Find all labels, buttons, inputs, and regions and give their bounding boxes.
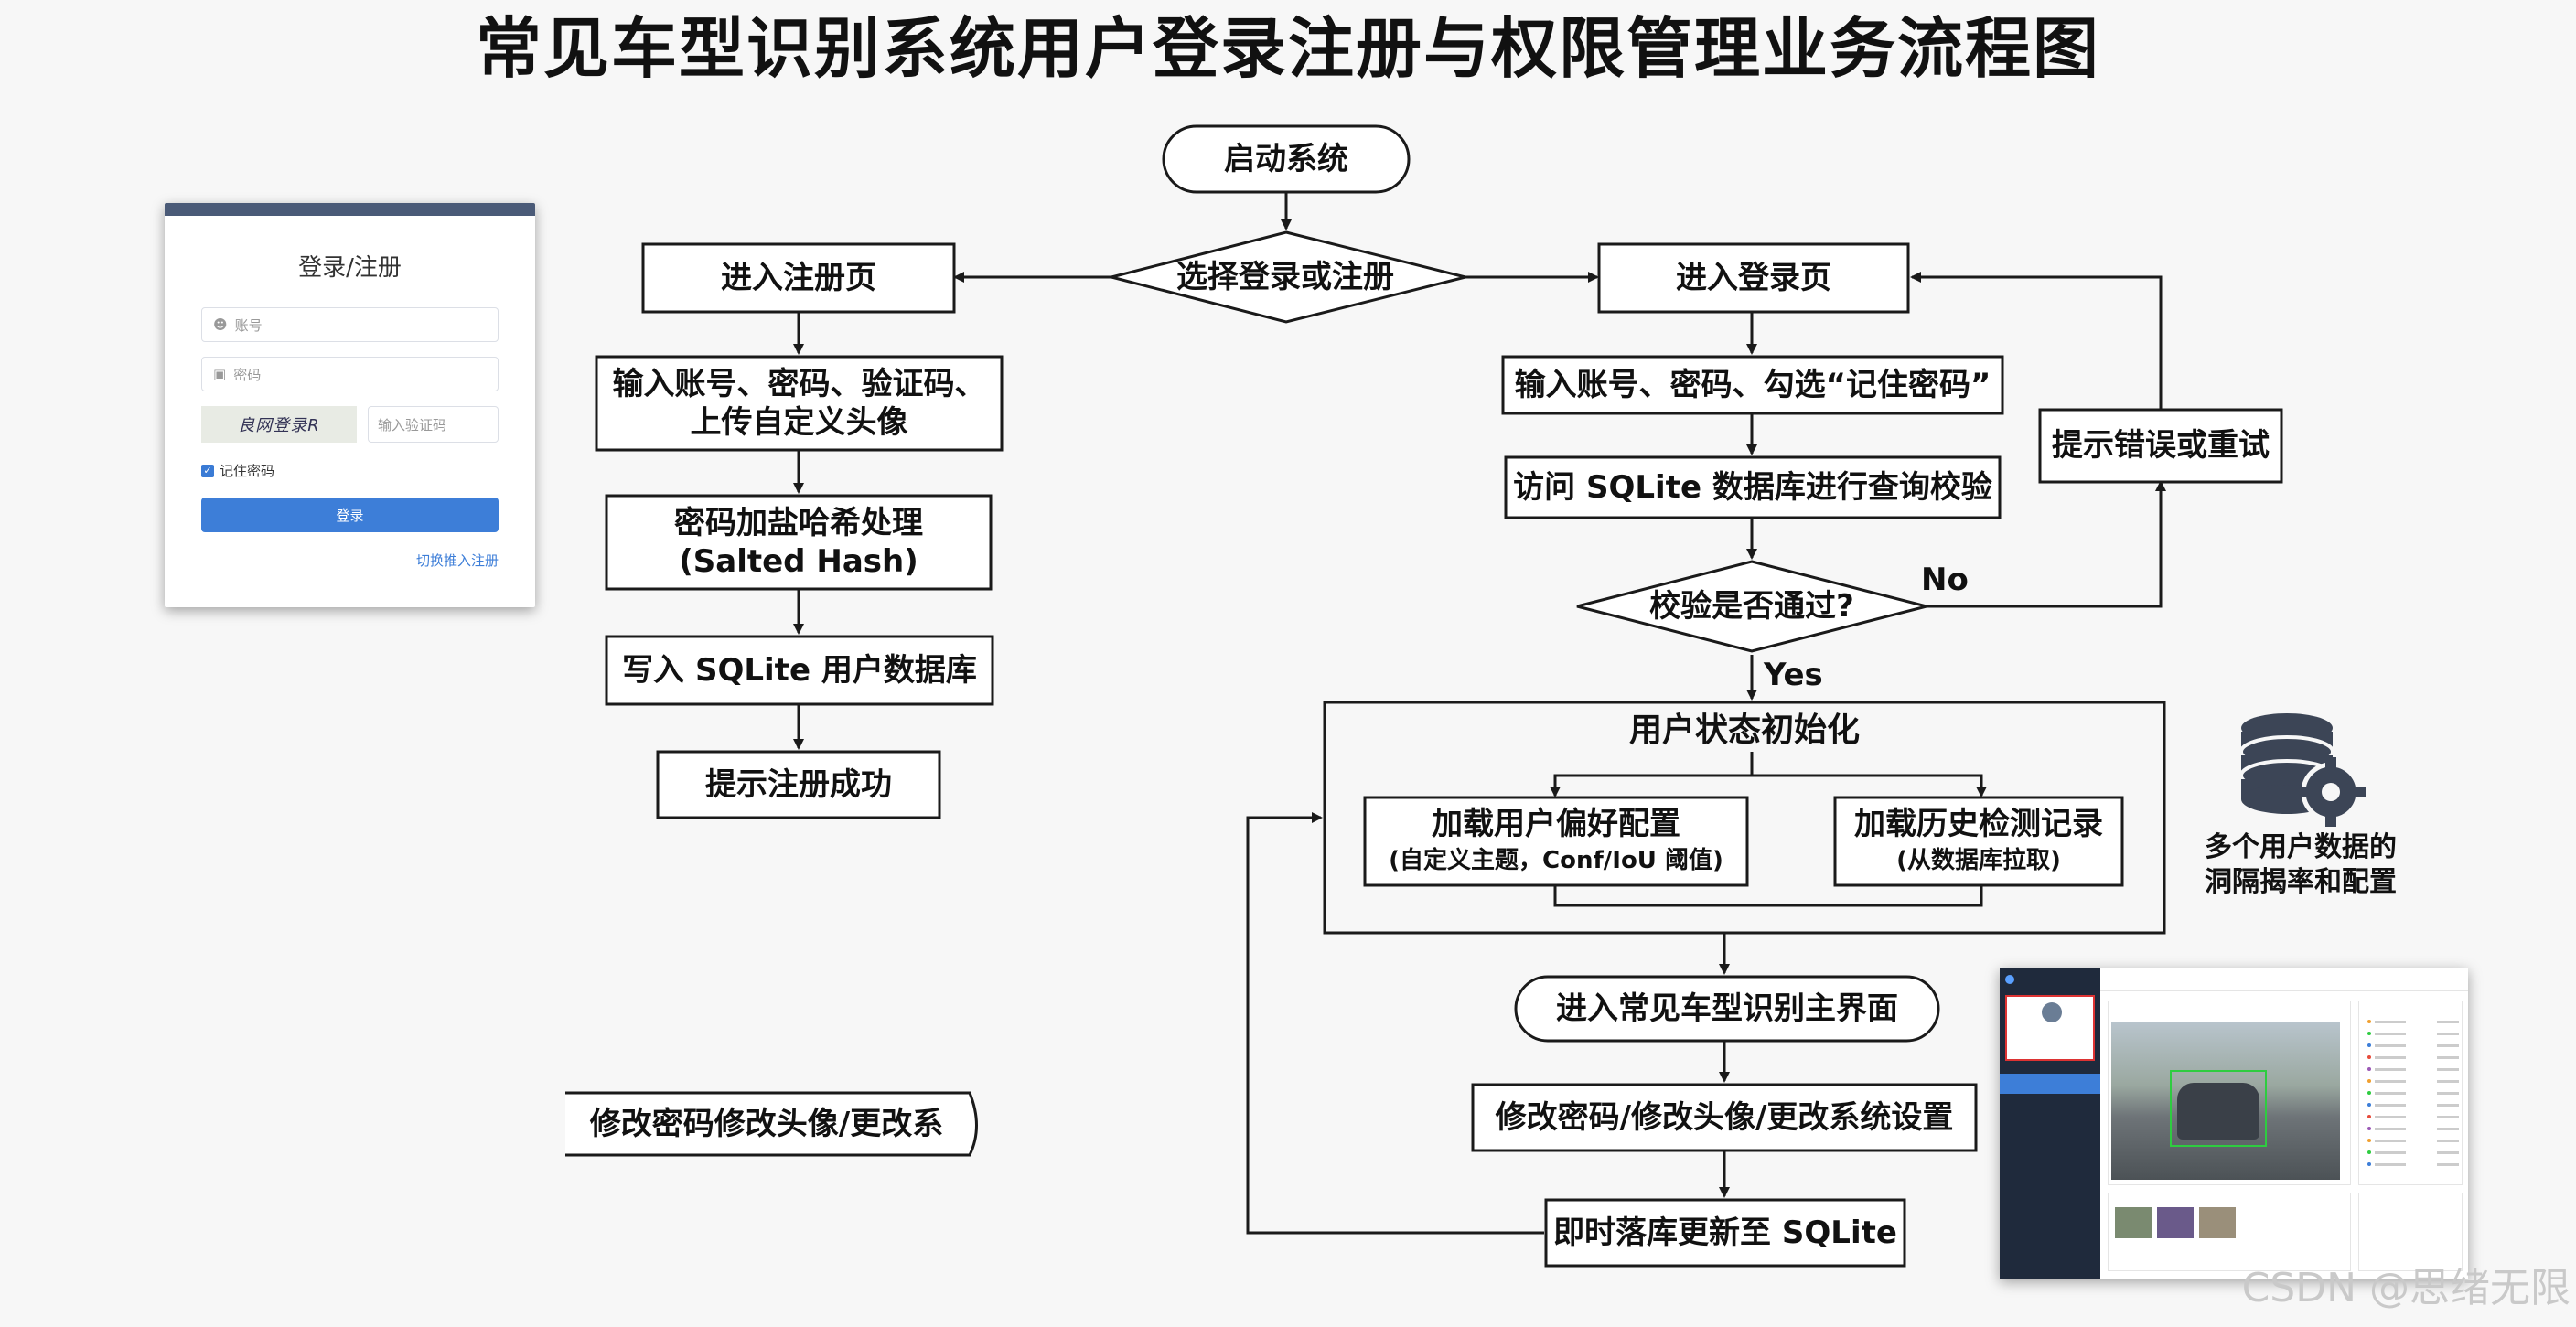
app-list-row bbox=[2367, 1041, 2459, 1050]
node-register-ok-shape bbox=[656, 750, 941, 819]
node-init-box-shape bbox=[1323, 701, 2166, 935]
node-error-shape bbox=[2038, 408, 2283, 484]
app-menu-item bbox=[2000, 1118, 2100, 1138]
lock-icon: ▣ bbox=[213, 366, 227, 382]
line-split-bar bbox=[1553, 774, 1983, 796]
page-title: 常见车型识别系统用户登录注册与权限管理业务流程图 bbox=[475, 10, 2100, 87]
watermark: CSDN @思绪无限 bbox=[2241, 1265, 2571, 1311]
node-register-input-shape bbox=[595, 355, 1004, 452]
app-list-row bbox=[2367, 1088, 2459, 1097]
app-thumb bbox=[2199, 1207, 2236, 1238]
user-icon: ☻ bbox=[213, 316, 228, 333]
app-list-row bbox=[2367, 1053, 2459, 1062]
arrow-no-error bbox=[1927, 480, 2166, 608]
app-list-row bbox=[2367, 1100, 2459, 1109]
password-field: ▣ 密码 bbox=[201, 357, 499, 391]
node-update-shape bbox=[1544, 1198, 1906, 1268]
app-stat-panel bbox=[2358, 1193, 2463, 1271]
account-placeholder: 账号 bbox=[234, 316, 263, 334]
node-query-db-shape bbox=[1504, 455, 2002, 519]
login-card-screenshot: 登录/注册 ☻ 账号 ▣ 密码 良网登录R 输入验证码 ✓ 记住密码 登录 切换… bbox=[165, 203, 535, 607]
app-thumb bbox=[2115, 1207, 2152, 1238]
app-list-row bbox=[2367, 1112, 2459, 1121]
main-ui-screenshot bbox=[2000, 968, 2468, 1279]
node-login-page-shape bbox=[1597, 242, 1910, 314]
app-list-row bbox=[2367, 1029, 2459, 1038]
app-logo bbox=[2005, 973, 2095, 986]
app-list-row bbox=[2367, 1124, 2459, 1133]
app-thumb bbox=[2157, 1207, 2194, 1238]
node-modify-shape bbox=[1471, 1083, 1978, 1152]
check-icon: ✓ bbox=[201, 464, 214, 477]
captcha-field: 输入验证码 bbox=[368, 406, 499, 443]
node-load-history-shape bbox=[1833, 796, 2124, 887]
login-button: 登录 bbox=[201, 498, 499, 532]
password-placeholder: 密码 bbox=[233, 366, 262, 383]
arrow-error-login bbox=[1910, 272, 2163, 410]
node-start-shape bbox=[1162, 124, 1411, 194]
node-partial-note-shape bbox=[565, 1091, 978, 1157]
app-menu-item bbox=[2000, 1074, 2100, 1094]
remember-checkbox: ✓ 记住密码 bbox=[201, 461, 274, 480]
account-field: ☻ 账号 bbox=[201, 307, 499, 342]
app-list-row bbox=[2367, 1160, 2459, 1169]
remember-label: 记住密码 bbox=[220, 463, 275, 479]
node-hash-shape bbox=[605, 494, 993, 591]
captcha-image: 良网登录R bbox=[201, 406, 357, 443]
detection-bbox bbox=[2170, 1070, 2267, 1147]
app-menu-item bbox=[2000, 1161, 2100, 1182]
login-card-title: 登录/注册 bbox=[298, 254, 402, 282]
node-main-shape bbox=[1514, 975, 1940, 1043]
app-list-row bbox=[2367, 1017, 2459, 1026]
node-choose-shape bbox=[1111, 230, 1466, 324]
app-list-row bbox=[2367, 1148, 2459, 1157]
app-list-row bbox=[2367, 1136, 2459, 1145]
node-load-prefs-shape bbox=[1363, 796, 1749, 887]
app-list-row bbox=[2367, 1065, 2459, 1074]
app-list-row bbox=[2367, 1076, 2459, 1086]
arrow-update-loop bbox=[1246, 812, 1544, 1235]
avatar bbox=[2042, 1002, 2062, 1022]
db-caption: 多个用户数据的 洞隔揭率和配置 bbox=[2205, 831, 2397, 898]
app-car bbox=[2177, 1083, 2259, 1140]
line-merge-bar bbox=[1553, 885, 1983, 907]
node-login-input-shape bbox=[1501, 355, 2004, 415]
switch-register-link: 切换推入注册 bbox=[415, 552, 499, 569]
app-topbar bbox=[2100, 968, 2468, 991]
app-menu-item bbox=[2000, 1140, 2100, 1160]
node-check-shape bbox=[1576, 560, 1927, 653]
app-user-card bbox=[2005, 995, 2095, 1061]
node-write-db-shape bbox=[605, 635, 994, 706]
node-register-page-shape bbox=[641, 242, 956, 314]
app-menu-item bbox=[2000, 1096, 2100, 1116]
database-gear-icon bbox=[2239, 713, 2366, 827]
